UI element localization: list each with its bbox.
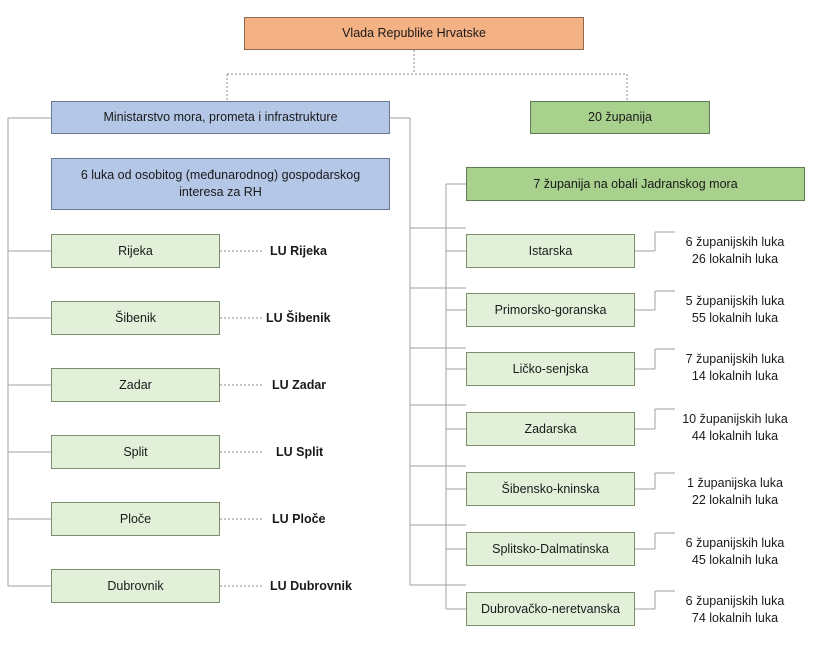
local-ports-count: 14 lokalnih luka	[691, 369, 779, 383]
county-name: Dubrovačko-neretvanska	[481, 601, 620, 616]
ministry-box: Ministarstvo mora, prometa i infrastrukt…	[51, 101, 390, 134]
government-box: Vlada Republike Hrvatske	[244, 17, 584, 50]
port-authority-label: LU Rijeka	[270, 244, 327, 258]
local-ports-count: 22 lokalnih luka	[691, 493, 779, 507]
local-ports-count: 55 lokalnih luka	[691, 311, 779, 325]
port-authority-label: LU Split	[276, 445, 324, 459]
county-ports-count: 6 županijskih luka	[685, 235, 785, 249]
county-name: Ličko-senjska	[512, 361, 589, 376]
county-box: Splitsko-Dalmatinska	[466, 532, 635, 566]
port-box: Šibenik	[51, 301, 220, 335]
county-name: Splitsko-Dalmatinska	[492, 541, 609, 556]
port-box: Ploče	[51, 502, 220, 536]
county-box: Primorsko-goranska	[466, 293, 635, 327]
port-box: Dubrovnik	[51, 569, 220, 603]
port-city: Šibenik	[115, 310, 156, 325]
coastal-counties-box: 7 županija na obali Jadranskog mora	[466, 167, 805, 201]
county-ports-count: 7 županijskih luka	[685, 352, 785, 366]
local-ports-count: 44 lokalnih luka	[691, 429, 779, 443]
port-authority-label: LU Dubrovnik	[270, 579, 352, 593]
county-port-counts: 10 županijskih luka 44 lokalnih luka	[675, 411, 795, 445]
special-ports-label: 6 luka od osobitog (međunarodnog) gospod…	[80, 168, 361, 199]
county-ports-count: 1 županijska luka	[687, 476, 783, 490]
county-ports-count: 6 županijskih luka	[685, 594, 785, 608]
port-city: Zadar	[119, 377, 152, 392]
local-ports-count: 26 lokalnih luka	[691, 252, 779, 266]
county-box: Šibensko-kninska	[466, 472, 635, 506]
county-box: Zadarska	[466, 412, 635, 446]
special-ports-box: 6 luka od osobitog (međunarodnog) gospod…	[51, 158, 390, 210]
county-port-counts: 6 županijskih luka 26 lokalnih luka	[675, 234, 795, 268]
county-port-counts: 5 županijskih luka 55 lokalnih luka	[675, 293, 795, 327]
port-box: Zadar	[51, 368, 220, 402]
county-name: Zadarska	[524, 421, 577, 436]
county-port-counts: 1 županijska luka 22 lokalnih luka	[675, 475, 795, 509]
counties-total-box: 20 županija	[530, 101, 710, 134]
port-city: Dubrovnik	[107, 578, 164, 593]
county-box: Istarska	[466, 234, 635, 268]
port-city: Rijeka	[118, 243, 153, 258]
county-port-counts: 6 županijskih luka 74 lokalnih luka	[675, 593, 795, 627]
port-authority-label: LU Ploče	[272, 512, 326, 526]
government-label: Vlada Republike Hrvatske	[342, 26, 486, 40]
port-city: Ploče	[119, 511, 152, 526]
port-authority-label: LU Zadar	[272, 378, 327, 392]
port-box: Rijeka	[51, 234, 220, 268]
county-name: Šibensko-kninska	[501, 481, 600, 496]
port-box: Split	[51, 435, 220, 469]
local-ports-count: 45 lokalnih luka	[691, 553, 779, 567]
ministry-label: Ministarstvo mora, prometa i infrastrukt…	[103, 110, 338, 124]
county-port-counts: 7 županijskih luka 14 lokalnih luka	[675, 351, 795, 385]
counties-total-label: 20 županija	[588, 110, 652, 124]
county-name: Istarska	[528, 243, 573, 258]
local-ports-count: 74 lokalnih luka	[691, 611, 779, 625]
county-ports-count: 10 županijskih luka	[682, 412, 788, 426]
county-box: Ličko-senjska	[466, 352, 635, 386]
county-port-counts: 6 županijskih luka 45 lokalnih luka	[675, 535, 795, 569]
county-box: Dubrovačko-neretvanska	[466, 592, 635, 626]
county-name: Primorsko-goranska	[494, 302, 607, 317]
coastal-counties-label: 7 županija na obali Jadranskog mora	[533, 176, 738, 191]
county-ports-count: 5 županijskih luka	[685, 294, 785, 308]
port-authority-label: LU Šibenik	[266, 311, 331, 325]
port-city: Split	[123, 444, 148, 459]
county-ports-count: 6 županijskih luka	[685, 536, 785, 550]
